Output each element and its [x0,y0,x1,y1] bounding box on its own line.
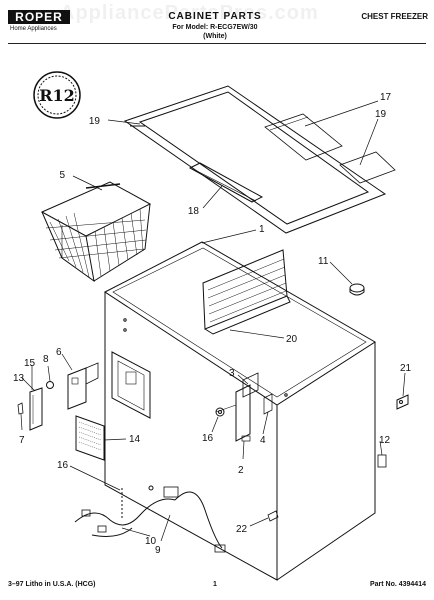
wire-basket [40,181,152,283]
footer-part-number: Part No. 4394414 [369,581,426,588]
callout-12: 12 [379,435,391,446]
footer-litho: 3–97 Litho in U.S.A. (HCG) [8,581,96,588]
callout-19-right: 19 [375,109,387,120]
callout-21: 21 [400,363,412,374]
control-assembly [215,372,273,442]
callout-22: 22 [236,524,248,535]
grille-panel [75,415,105,461]
brand-name: ROPER [8,10,70,24]
brand-logo: ROPER Home Appliances [8,10,70,37]
callout-labels: 19 17 19 5 18 1 11 20 6 15 8 13 3 21 14 … [13,92,412,556]
lid-gasket-frame [123,85,396,234]
callout-11: 11 [318,256,329,267]
model-line: For Model: R-ECG7EW/30 [172,24,258,31]
callout-14: 14 [129,434,141,445]
callout-3: 3 [229,368,235,379]
callout-9: 9 [155,545,161,556]
footer-page-number: 1 [213,581,217,588]
callout-1: 1 [259,224,265,235]
r12-badge: R12 [33,71,81,119]
callout-4: 4 [260,435,266,446]
breaker-strip [188,162,264,203]
brand-subtitle: Home Appliances [10,26,57,32]
small-hardware [267,394,409,522]
callout-6: 6 [56,347,62,358]
category-label: CHEST FREEZER [361,12,428,21]
callout-8: 8 [43,354,49,365]
callout-16-upper: 16 [202,433,214,444]
callout-5: 5 [59,170,65,181]
callout-17: 17 [380,92,392,103]
callout-15: 15 [24,358,36,369]
watermark-text: AppliancePartsPros.com [60,2,319,24]
cabinet-divider [202,249,291,335]
callout-16-lower: 16 [57,460,69,471]
callout-13: 13 [13,373,25,384]
callout-20: 20 [286,334,298,345]
leader-lines [20,100,406,542]
freezer-cabinet [104,241,376,581]
callout-18: 18 [188,206,200,217]
drain-plug [349,283,365,296]
color-line: (White) [203,33,227,40]
header-divider [8,43,426,44]
callout-2: 2 [238,465,244,476]
callout-7: 7 [19,435,25,446]
cord-bracket-parts [17,362,99,431]
callout-10: 10 [145,536,157,547]
page-title: CABINET PARTS [168,11,262,22]
r12-badge-text: R12 [39,86,75,105]
callout-19-left: 19 [89,116,101,127]
